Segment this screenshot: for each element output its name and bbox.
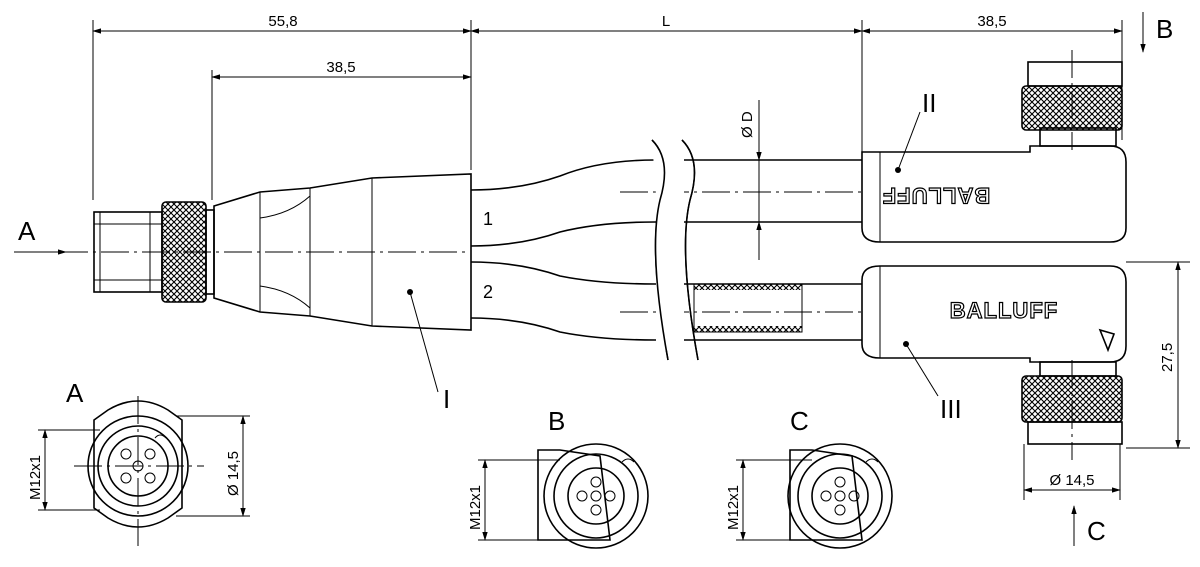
lower-angle-connector: BALLUFF <box>861 265 1127 460</box>
view-c-title: C <box>790 406 809 436</box>
view-c: C M12x1 <box>725 406 893 549</box>
dim-diameter-a-label: Ø 14,5 <box>225 451 242 496</box>
view-arrow-b: B <box>1140 12 1173 53</box>
dimension-overall-left: 55,8 <box>92 13 472 200</box>
upper-angle-connector: BALLUFF <box>861 50 1127 243</box>
dim-thread-c-label: M12x1 <box>725 485 742 530</box>
callout-part-2: II <box>895 88 936 173</box>
view-a: A M12x1 Ø 14,5 <box>27 378 250 546</box>
dim-overall-left-label: 55,8 <box>268 13 297 30</box>
view-arrow-a: A <box>14 216 67 255</box>
dimension-cable-length: L <box>470 13 863 152</box>
dim-cable-diameter-label: Ø D <box>739 111 756 138</box>
lead-2-label: 2 <box>483 282 493 302</box>
dim-height-right-label: 27,5 <box>1159 343 1176 372</box>
part-2-label: II <box>922 88 936 118</box>
dim-thread-b-label: M12x1 <box>467 485 484 530</box>
dimension-height-right: 27,5 <box>1126 261 1190 449</box>
cable-2 <box>470 261 862 341</box>
view-arrow-b-label: B <box>1156 14 1173 44</box>
view-arrow-a-label: A <box>18 216 36 246</box>
dim-diameter-right-label: Ø 14,5 <box>1049 472 1094 489</box>
dimension-diameter-right: Ø 14,5 <box>1023 444 1121 500</box>
lead-1-label: 1 <box>483 209 493 229</box>
view-arrow-c-label: C <box>1087 516 1106 546</box>
part-3-label: III <box>940 394 962 424</box>
logo-lower: BALLUFF <box>950 298 1058 323</box>
dim-cable-length-label: L <box>662 13 670 30</box>
dim-thread-a-label: M12x1 <box>27 455 44 500</box>
dim-right-length-label: 38,5 <box>977 13 1006 30</box>
part-1-label: I <box>443 384 450 414</box>
dim-inner-left-label: 38,5 <box>326 59 355 76</box>
view-a-title: A <box>66 378 84 408</box>
callout-part-3: III <box>903 341 962 424</box>
view-b-title: B <box>548 406 565 436</box>
callout-part-1: I <box>407 289 450 414</box>
dimension-inner-left: 38,5 <box>211 59 472 200</box>
cable-1 <box>470 159 862 247</box>
cable-break-lines <box>651 139 699 361</box>
view-arrow-c: C <box>1071 505 1106 546</box>
logo-upper: BALLUFF <box>882 183 990 208</box>
view-b: B M12x1 <box>467 406 649 549</box>
dimension-cable-diameter: Ø D <box>739 100 762 260</box>
